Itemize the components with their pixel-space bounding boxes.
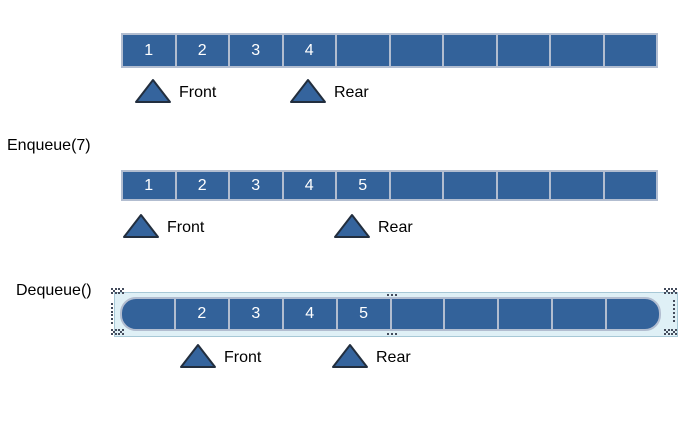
front-pointer-label: Front <box>179 84 217 101</box>
queue-cell <box>392 299 446 329</box>
queue-cell <box>607 299 659 329</box>
triangle-up-icon[interactable] <box>331 343 369 369</box>
selection-handle[interactable] <box>671 329 673 331</box>
rear-pointer[interactable]: Rear <box>331 343 411 369</box>
queue-array-state-3[interactable]: 2 3 4 5 <box>120 297 661 331</box>
selection-handle[interactable] <box>387 333 389 335</box>
operation-label-dequeue: Dequeue() <box>16 282 92 299</box>
rear-pointer[interactable]: Rear <box>333 213 413 239</box>
front-pointer[interactable]: Front <box>179 343 261 369</box>
queue-cell <box>444 35 498 66</box>
queue-cell: 3 <box>230 172 284 199</box>
queue-cell <box>499 299 554 329</box>
queue-cell <box>553 299 608 329</box>
queue-cell: 3 <box>230 299 284 329</box>
selection-handle[interactable] <box>673 312 675 314</box>
front-pointer-label: Front <box>224 349 262 366</box>
selection-handle[interactable] <box>671 288 673 290</box>
queue-cell <box>551 172 605 199</box>
selection-handle[interactable] <box>111 314 113 316</box>
queue-cell <box>498 35 551 66</box>
selection-handle[interactable] <box>118 329 120 331</box>
triangle-up-icon[interactable] <box>134 78 172 104</box>
queue-cell: 4 <box>284 299 338 329</box>
rear-pointer-label: Rear <box>378 219 413 236</box>
selection-handle[interactable] <box>118 288 120 290</box>
queue-cell <box>605 35 657 66</box>
selection-handle[interactable] <box>111 329 113 331</box>
front-pointer-label: Front <box>167 219 205 236</box>
queue-cell: 5 <box>337 172 391 199</box>
front-pointer[interactable]: Front <box>134 78 216 104</box>
selection-handle[interactable] <box>673 300 675 302</box>
queue-cell: 2 <box>177 35 230 66</box>
queue-cell <box>445 299 500 329</box>
queue-cell: 4 <box>284 35 337 66</box>
queue-cell: 1 <box>123 172 177 199</box>
triangle-up-icon[interactable] <box>179 343 217 369</box>
rear-pointer-label: Rear <box>376 349 411 366</box>
queue-cell: 5 <box>338 299 392 329</box>
selection-handle[interactable] <box>111 288 113 290</box>
triangle-up-icon[interactable] <box>122 213 160 239</box>
selection-handle[interactable] <box>111 303 113 305</box>
selection-handle[interactable] <box>664 288 666 290</box>
queue-cell: 1 <box>123 35 177 66</box>
queue-cell: 2 <box>177 172 230 199</box>
queue-cell: 2 <box>176 299 230 329</box>
queue-cell <box>605 172 657 199</box>
queue-cell <box>391 35 444 66</box>
operation-label-enqueue: Enqueue(7) <box>7 137 91 154</box>
queue-cell <box>391 172 444 199</box>
queue-cell <box>337 35 391 66</box>
triangle-up-icon[interactable] <box>333 213 371 239</box>
queue-array-state-2[interactable]: 1 2 3 4 5 <box>121 170 658 201</box>
queue-array-state-1[interactable]: 1 2 3 4 <box>121 33 658 68</box>
queue-cell <box>498 172 551 199</box>
triangle-up-icon[interactable] <box>289 78 327 104</box>
selection-handle[interactable] <box>387 294 389 296</box>
front-pointer[interactable]: Front <box>122 213 204 239</box>
selection-handle[interactable] <box>664 329 666 331</box>
rear-pointer-label: Rear <box>334 84 369 101</box>
rear-pointer[interactable]: Rear <box>289 78 369 104</box>
queue-cell: 4 <box>284 172 337 199</box>
queue-cell: 3 <box>230 35 284 66</box>
queue-cell <box>122 299 176 329</box>
queue-cell <box>551 35 605 66</box>
queue-cell <box>444 172 498 199</box>
